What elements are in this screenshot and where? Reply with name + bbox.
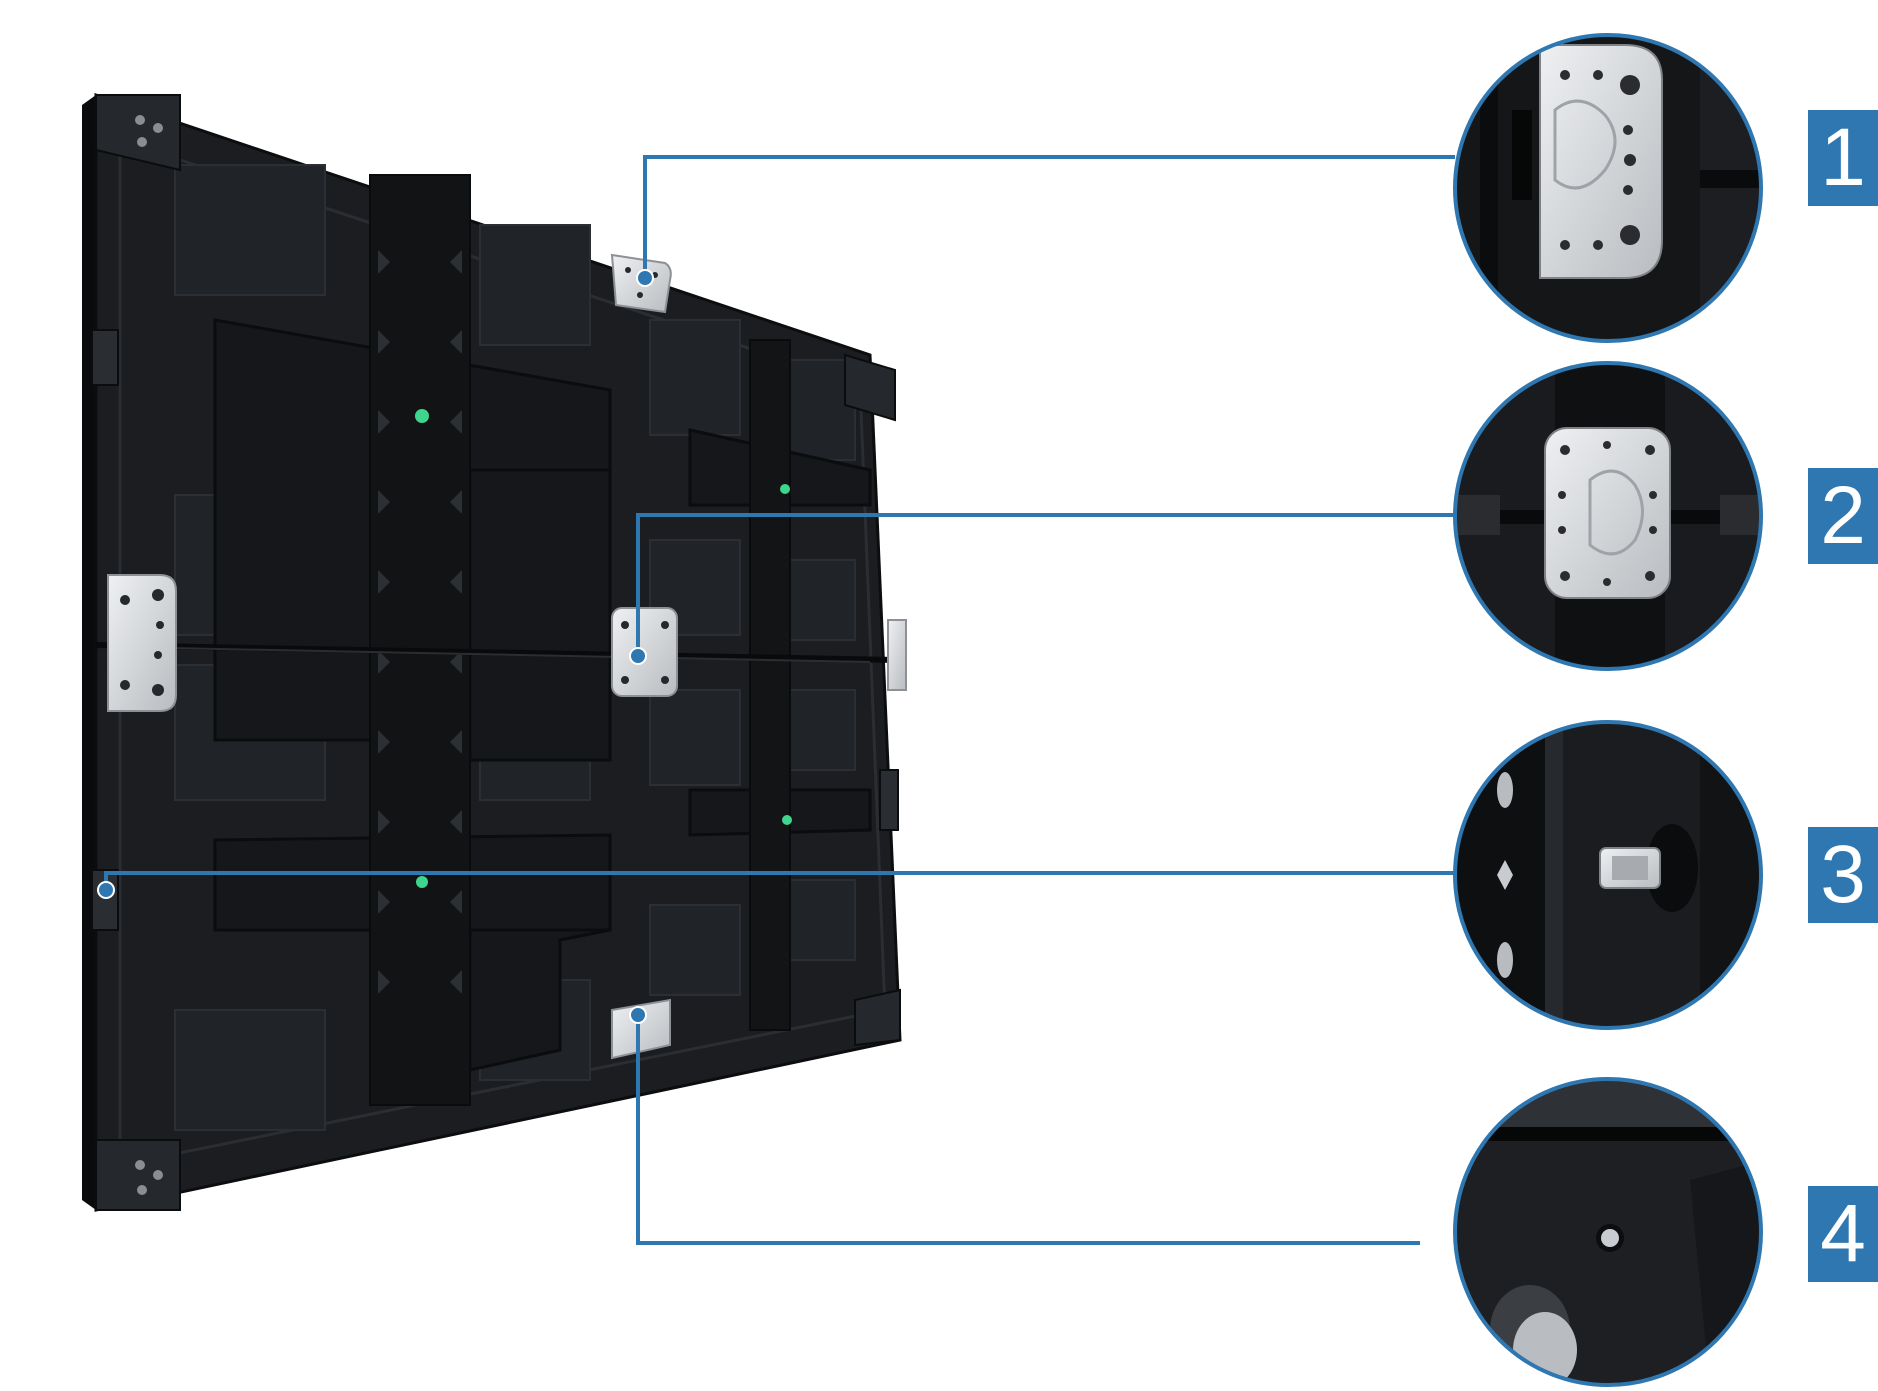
callout-badge-1: 1 — [1808, 110, 1878, 206]
callout-number-4: 4 — [1820, 1188, 1866, 1279]
bottom-lock-bracket — [611, 998, 671, 1060]
detail-circle-1 — [1453, 33, 1763, 343]
truss-beam — [369, 174, 791, 1106]
callout-anchor-dots — [97, 269, 654, 1024]
right-edge-plate — [887, 619, 907, 691]
callout-badge-2: 2 — [1808, 468, 1878, 564]
callout-badge-3: 3 — [1808, 827, 1878, 923]
led-cabinet-panel — [82, 92, 907, 1212]
callout-number-1: 1 — [1820, 112, 1866, 203]
detail-circle-2 — [1453, 361, 1763, 671]
callout-number-3: 3 — [1820, 829, 1866, 920]
left-connecting-plate — [107, 574, 177, 712]
status-indicator — [415, 409, 792, 888]
detail-circle-3 — [1453, 720, 1763, 1030]
callout-number-2: 2 — [1820, 470, 1866, 561]
callout-badge-4: 4 — [1808, 1186, 1878, 1282]
detail-circle-4 — [1453, 1077, 1763, 1387]
